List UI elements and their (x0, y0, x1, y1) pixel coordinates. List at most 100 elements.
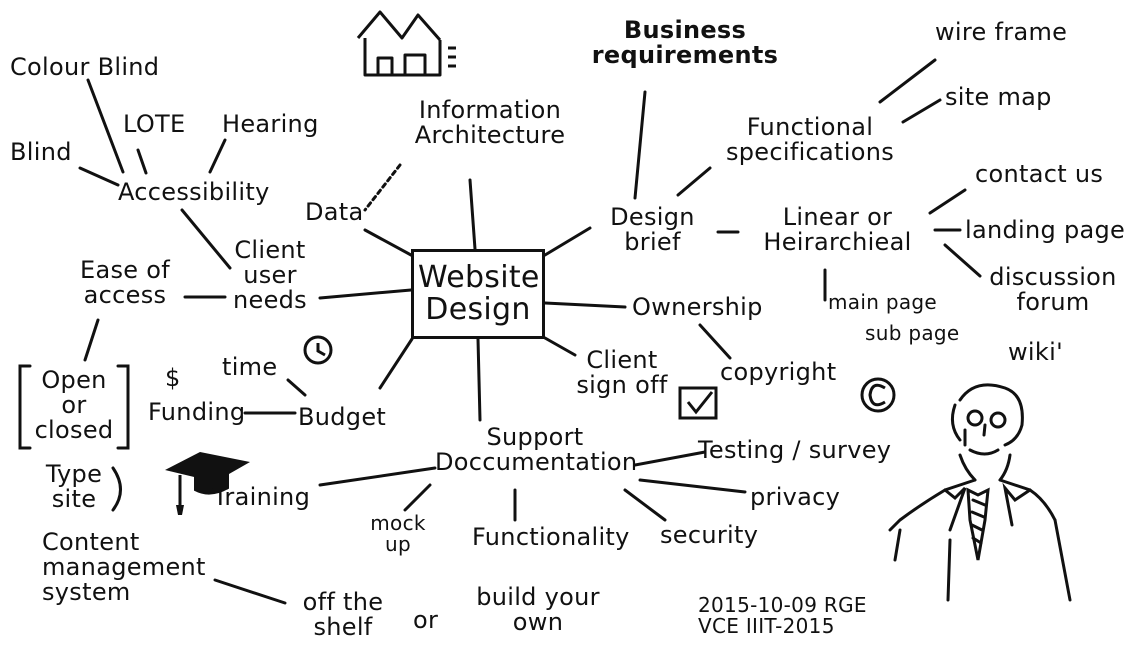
discussion-line-2: forum (1016, 288, 1090, 317)
information-architecture-label: Information Architecture (395, 96, 585, 148)
open-line-1: Open (41, 366, 107, 394)
center-box (411, 249, 545, 339)
cms-line-1: Content (42, 528, 140, 556)
sub-page-label: sub page (865, 321, 960, 345)
testing-survey-label: Testing / survey (698, 436, 892, 464)
build-line-1: build your (476, 583, 600, 611)
functional-line-2: specifications (725, 138, 895, 167)
center-title: Website Design (418, 260, 540, 325)
person-sketch (888, 383, 1072, 602)
bracket-left (18, 364, 32, 450)
line-blind (78, 166, 120, 187)
contact-us-label: contact us (975, 160, 1104, 188)
linear-line-2: Heirarchieal (763, 228, 912, 257)
support-line-1: Support (486, 423, 584, 451)
functional-specifications-label: Functional specifications (710, 114, 910, 167)
wire-frame-label: wire frame (935, 18, 1068, 46)
clock-icon (303, 335, 333, 365)
line-discussion (943, 243, 982, 278)
ownership-label: Ownership (632, 293, 763, 321)
line-hearing (208, 138, 227, 174)
cms-line-2: management (42, 553, 206, 582)
author-credit: 2015-10-09 RGE VCE IIIT-2015 (698, 595, 867, 637)
cms-line-3: system (42, 578, 131, 607)
off-shelf-line-2: shelf (313, 613, 373, 642)
security-label: security (660, 521, 759, 549)
line-contact (928, 188, 967, 215)
dollar-label: $ (165, 364, 181, 392)
line-budget (378, 337, 414, 390)
line-brief (543, 226, 592, 257)
support-documentation-label: Support Doccumentation (435, 423, 638, 477)
site-map-label: site map (945, 83, 1052, 111)
hearing-label: Hearing (222, 110, 319, 138)
linear-hierarchical-label: Linear or Heirarchieal (745, 204, 930, 257)
ease-line-2: access (83, 281, 167, 310)
house-icon (356, 10, 456, 77)
business-line-1: Business (623, 16, 747, 44)
funding-label: Funding (148, 398, 246, 426)
design-brief-line-2: brief (624, 228, 681, 257)
line-cms (213, 578, 287, 605)
graduation-cap-icon (165, 452, 250, 515)
type-site-line-2: site (51, 485, 97, 514)
sign-off-line-2: sign off (576, 371, 668, 400)
line-security (623, 488, 667, 522)
line-functional (676, 166, 712, 197)
client-sign-off-label: Client sign off (572, 346, 672, 400)
wiki-label: wiki' (1008, 338, 1063, 366)
client-line-3: needs (233, 286, 307, 315)
colour-blind-label: Colour Blind (10, 53, 160, 81)
discussion-forum-label: discussion forum (978, 264, 1128, 317)
blind-label: Blind (10, 138, 72, 166)
line-copyright (698, 323, 732, 360)
open-or-closed-label: Open or closed (30, 366, 118, 445)
line-ownership (543, 301, 627, 309)
checkbox-icon (678, 386, 718, 420)
bracket-right (116, 364, 130, 450)
functionality-label: Functionality (472, 523, 630, 551)
mock-up-label: mock up (368, 513, 428, 555)
privacy-label: privacy (750, 483, 841, 511)
open-line-3: closed (34, 416, 114, 445)
business-line-2: requirements (591, 41, 779, 70)
sign-off-line-1: Client (586, 346, 658, 374)
client-line-2: user (243, 261, 297, 290)
copyright-icon (860, 377, 896, 413)
accessibility-label: Accessibility (118, 178, 270, 206)
line-ia-data (363, 163, 402, 212)
center-line-1: Website (418, 260, 540, 295)
line-sitemap (901, 98, 942, 124)
training-label: Training (213, 483, 311, 511)
credit-line-2: VCE IIIT-2015 (698, 614, 835, 638)
ia-line-1: Information (418, 96, 562, 124)
client-user-needs-label: Client user needs (225, 236, 315, 315)
checkbox-mark: ✓ (688, 388, 707, 411)
line-signoff (543, 336, 577, 357)
copyright-symbol: © (870, 382, 892, 405)
line-accessibility-client (180, 208, 232, 270)
line-privacy (638, 478, 747, 494)
support-line-2: Doccumentation (435, 448, 638, 477)
mock-up-line-2: up (385, 532, 411, 556)
off-shelf-line-1: off the (302, 588, 384, 616)
landing-page-label: landing page (965, 216, 1126, 244)
build-line-2: own (512, 608, 564, 637)
line-time (286, 378, 307, 397)
business-requirements-label: Business requirements (590, 16, 780, 70)
ease-of-access-label: Ease of access (65, 257, 185, 310)
open-line-2: or (61, 391, 87, 420)
time-label: time (222, 353, 278, 381)
line-support (476, 337, 482, 422)
client-line-1: Client (234, 236, 306, 264)
mock-up-line-1: mock (370, 511, 426, 535)
design-brief-label: Design brief (595, 204, 710, 257)
line-colourblind (86, 78, 125, 174)
credit-line-1: 2015-10-09 RGE (698, 593, 867, 617)
line-testing (633, 450, 707, 467)
type-site-line-1: Type (45, 460, 103, 488)
line-client (318, 288, 413, 300)
line-wireframe (878, 58, 937, 104)
